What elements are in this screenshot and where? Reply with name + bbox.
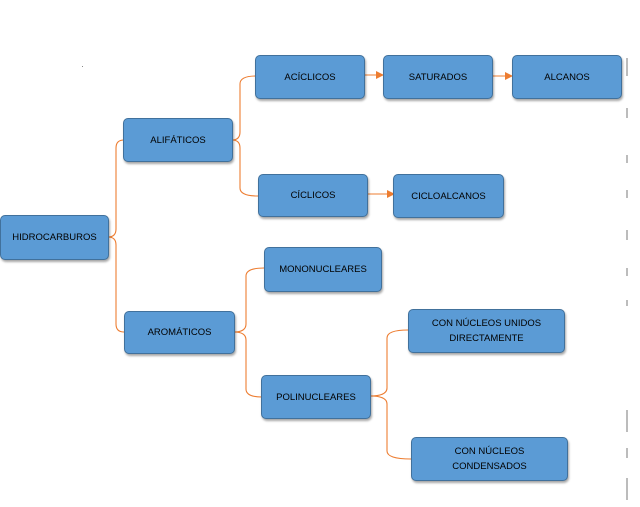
node-label: CICLOALCANOS [411,190,486,202]
node-label: CON NÚCLEOS CONDENSADOS [452,446,527,472]
node-polinucleares[interactable]: POLINUCLEARES [261,375,371,419]
node-label: POLINUCLEARES [276,391,356,403]
node-label: MONONUCLEARES [279,264,367,275]
node-label: CÍCLICOS [290,190,336,201]
connector-alifaticos-ciclicos [231,139,259,197]
node-nucleos-unidos[interactable]: CON NÚCLEOS UNIDOS DIRECTAMENTE [408,309,565,353]
node-label: ACÍCLICOS [284,71,336,83]
node-ciclicos[interactable]: CÍCLICOS [258,174,368,217]
node-alcanos[interactable]: ALCANOS [512,55,622,99]
node-label: HIDROCARBUROS [12,232,97,243]
node-aciclicos[interactable]: ACÍCLICOS [255,55,365,99]
node-aromaticos[interactable]: AROMÁTICOS [124,311,235,354]
connector-hidrocarburos-alifaticos [107,139,125,238]
connector-hidrocarburos-aromaticos [107,236,125,333]
node-nucleos-condensados[interactable]: CON NÚCLEOS CONDENSADOS [411,437,568,481]
connector-aromaticos-polinucleares [233,331,263,398]
node-hidrocarburos[interactable]: HIDROCARBUROS [0,215,109,260]
node-label: ALIFÁTICOS [150,134,206,146]
node-label: SATURADOS [408,71,468,83]
node-saturados[interactable]: SATURADOS [383,55,493,99]
node-cicloalcanos[interactable]: CICLOALCANOS [393,174,504,218]
connector-aromaticos-mononucleares [233,267,265,333]
node-alifaticos[interactable]: ALIFÁTICOS [123,118,233,162]
connector-polinucleares-unidos [369,329,409,397]
node-label: AROMÁTICOS [147,327,212,338]
connector-polinucleares-condensados [369,395,412,460]
node-mononucleares[interactable]: MONONUCLEARES [264,247,382,292]
node-label: CON NÚCLEOS UNIDOS DIRECTAMENTE [431,318,542,344]
connector-alifaticos-aciclicos [231,75,257,141]
node-label: ALCANOS [544,71,590,83]
